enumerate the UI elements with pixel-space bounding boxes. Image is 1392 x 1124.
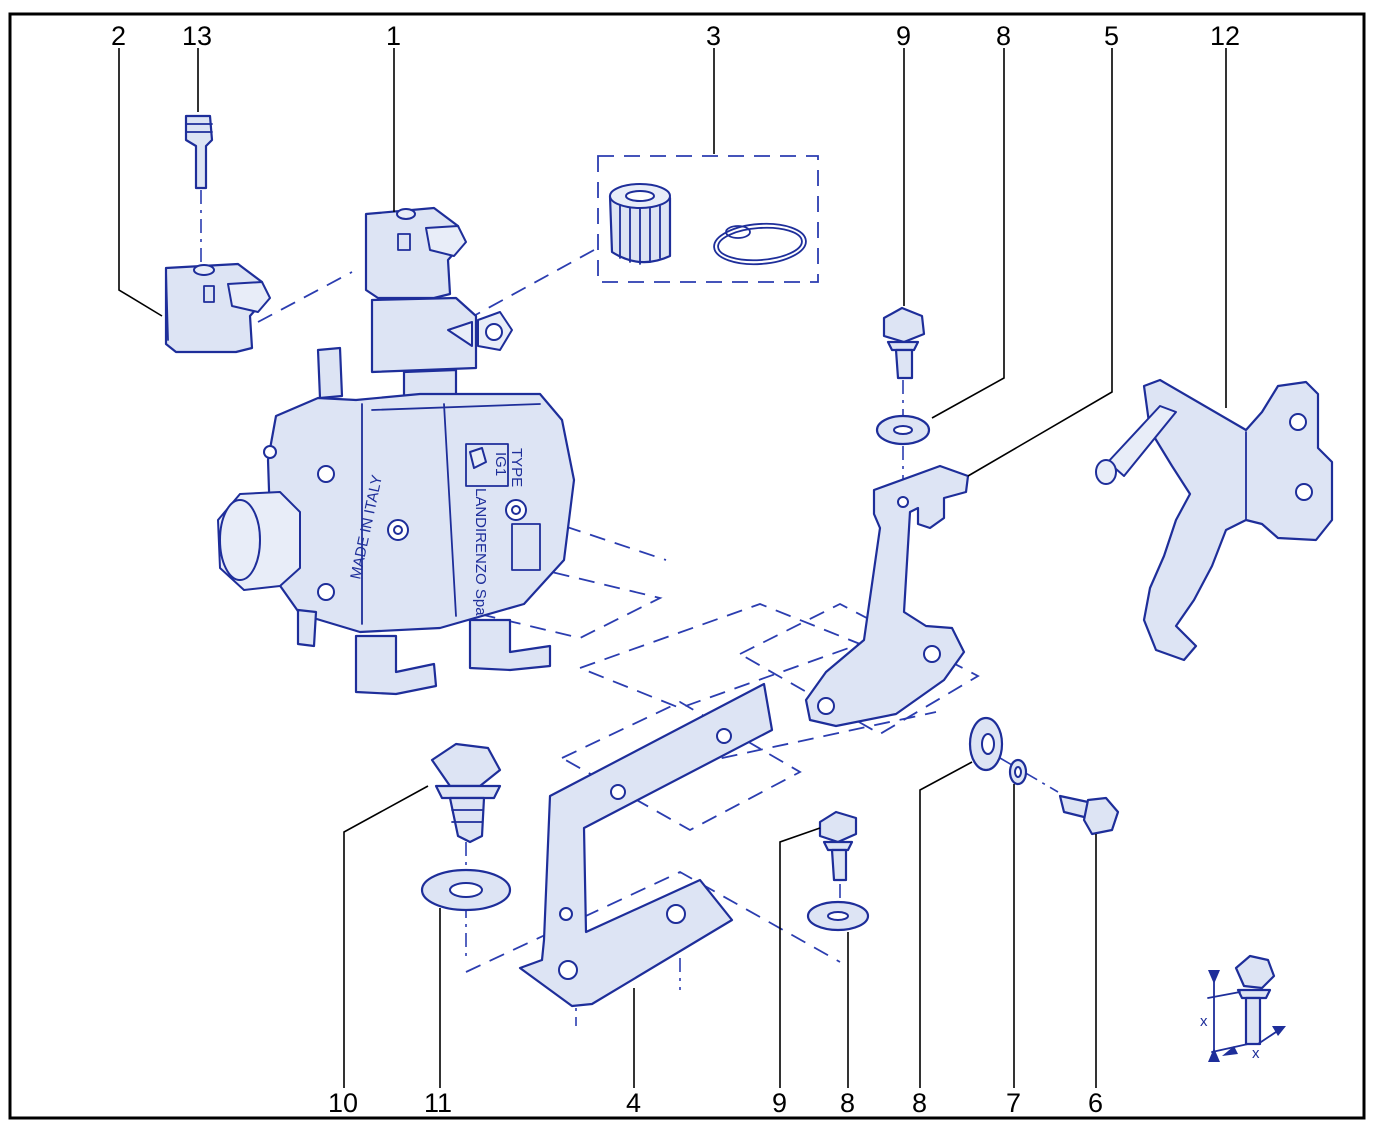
bracket-part-5	[804, 464, 970, 728]
leader-lines	[118, 48, 1227, 1088]
bolt-part-9-lower	[818, 810, 858, 882]
washer-part-11	[420, 868, 512, 912]
bolt-part-6	[1058, 794, 1120, 836]
manufacturer-marking: LANDIRENZO Spa	[472, 488, 489, 616]
bolt-detail-dim-1: x	[1200, 1013, 1208, 1030]
lock-washer-part-7	[1008, 758, 1028, 786]
callout-8-bottom-left: 8	[840, 1088, 855, 1118]
callout-10: 10	[328, 1088, 358, 1118]
type-marking-line1: TYPE	[508, 448, 525, 487]
callout-13: 13	[182, 21, 212, 51]
solenoid-coil-part-1	[364, 206, 467, 300]
callout-1: 1	[386, 21, 401, 51]
bolt-dimension-detail: x x	[1200, 954, 1286, 1062]
callout-8-top: 8	[996, 21, 1011, 51]
callout-5: 5	[1104, 21, 1119, 51]
washer-part-8-right	[968, 716, 1004, 772]
callout-2: 2	[111, 21, 126, 51]
bolt-part-9-upper	[882, 306, 926, 380]
callout-11: 11	[424, 1088, 452, 1118]
filter-kit-part-3	[608, 183, 807, 266]
callout-9-bottom: 9	[772, 1088, 787, 1118]
diagram-frame	[8, 12, 1366, 1120]
callout-9-top: 9	[896, 21, 911, 51]
sensor-part-13	[184, 114, 214, 190]
type-marking-line2: IG1	[492, 452, 509, 476]
washer-part-8-lower	[806, 900, 870, 932]
callout-8-bottom-right: 8	[912, 1088, 927, 1118]
pressure-reducer-body: TYPE IG1 LANDIRENZO Spa MADE IN ITALY	[217, 296, 576, 696]
washer-part-8-upper	[875, 414, 931, 446]
bolt-part-10	[430, 742, 502, 844]
solenoid-coil-part-2	[164, 262, 271, 354]
hook-bracket-part-12	[1095, 378, 1334, 662]
bolt-detail-dim-2: x	[1252, 1045, 1260, 1062]
callout-7: 7	[1006, 1088, 1021, 1118]
bracket-part-4	[518, 682, 774, 1008]
callout-4: 4	[626, 1088, 641, 1118]
callout-12: 12	[1210, 21, 1240, 51]
callout-6: 6	[1088, 1088, 1103, 1118]
callout-3: 3	[706, 21, 721, 51]
callout-labels: 2 13 1 3 9 8 5 12 10 11 4 9 8 8 7 6	[111, 21, 1240, 1118]
